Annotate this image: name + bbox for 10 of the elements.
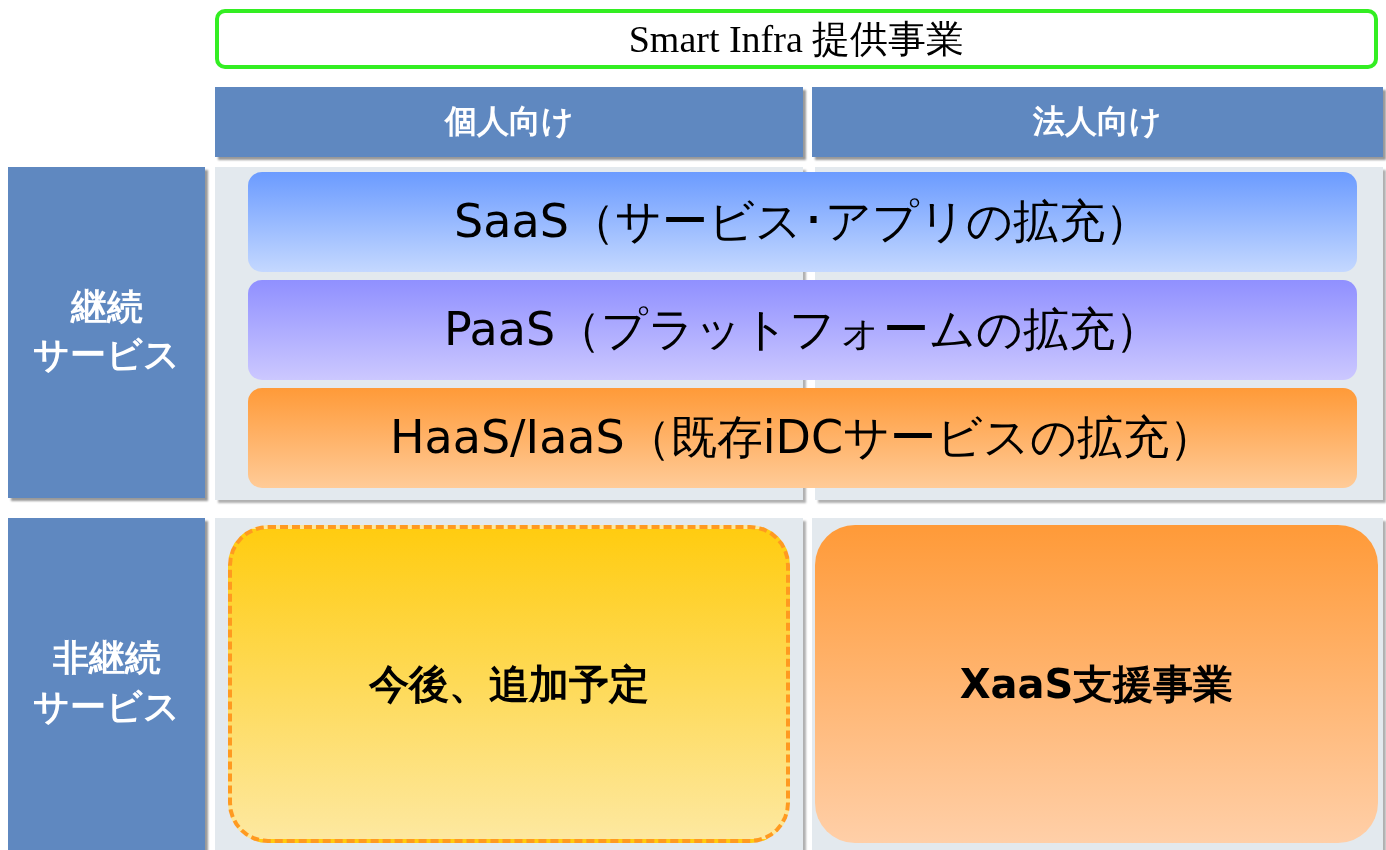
column-header: 法人向け xyxy=(812,87,1383,157)
row-header: 非継続サービス xyxy=(8,518,205,850)
row-header: 継続サービス xyxy=(8,167,205,498)
layer-band: HaaS/IaaS（既存iDCサービスの拡充） xyxy=(248,388,1357,488)
title-box: Smart Infra 提供事業 xyxy=(215,9,1378,69)
layer-band: SaaS（サービス･アプリの拡充） xyxy=(248,172,1357,272)
column-header: 個人向け xyxy=(215,87,803,157)
layer-band: PaaS（プラットフォームの拡充） xyxy=(248,280,1357,380)
service-box: XaaS支援事業 xyxy=(815,525,1378,843)
planned-box: 今後、追加予定 xyxy=(228,525,790,843)
